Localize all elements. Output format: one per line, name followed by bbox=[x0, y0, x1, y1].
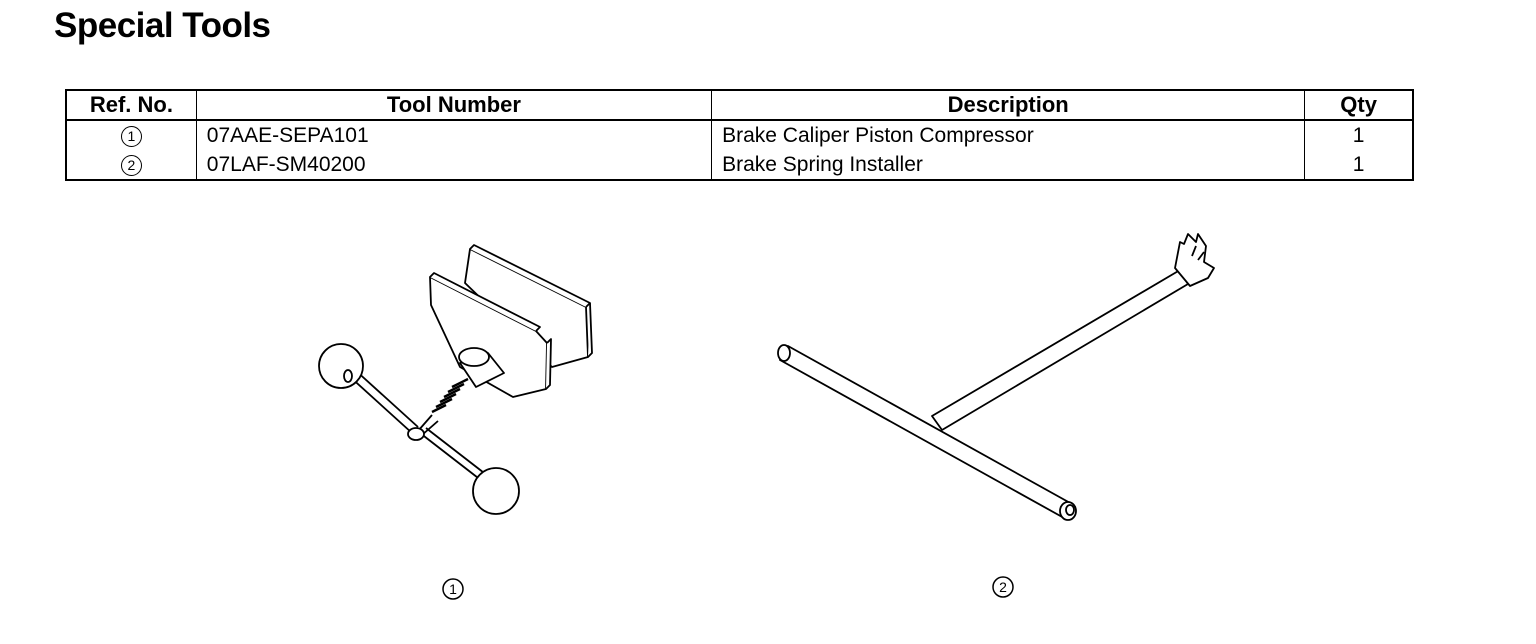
header-qty: Qty bbox=[1304, 89, 1414, 121]
svg-text:2: 2 bbox=[999, 579, 1007, 595]
tool-number-cell: 07AAE-SEPA101 bbox=[195, 120, 713, 150]
description-cell: Brake Caliper Piston Compressor bbox=[711, 120, 1306, 150]
header-tool-number: Tool Number bbox=[195, 89, 713, 121]
table-row: 1 07AAE-SEPA101 Brake Caliper Piston Com… bbox=[65, 120, 1414, 150]
ref-cell: 1 bbox=[65, 120, 197, 150]
svg-text:1: 1 bbox=[449, 581, 457, 597]
header-ref-no: Ref. No. bbox=[65, 89, 197, 121]
qty-cell: 1 bbox=[1304, 120, 1414, 150]
ref-number-circled: 1 bbox=[120, 125, 142, 147]
description-cell: Brake Spring Installer bbox=[711, 150, 1306, 180]
figure-label-1: 1 bbox=[442, 578, 464, 600]
table-row: 2 07LAF-SM40200 Brake Spring Installer 1 bbox=[65, 150, 1414, 180]
brake-caliper-piston-compressor-drawing bbox=[318, 244, 593, 515]
header-description: Description bbox=[711, 89, 1306, 121]
figure-label-2: 2 bbox=[992, 576, 1014, 598]
qty-cell: 1 bbox=[1304, 150, 1414, 180]
table-header-row: Ref. No. Tool Number Description Qty bbox=[65, 89, 1414, 121]
ref-cell: 2 bbox=[65, 150, 197, 180]
tool-number-cell: 07LAF-SM40200 bbox=[195, 150, 713, 180]
brake-spring-installer-drawing bbox=[777, 233, 1215, 521]
page-title: Special Tools bbox=[54, 6, 271, 45]
special-tools-table: Ref. No. Tool Number Description Qty 1 0… bbox=[65, 89, 1414, 181]
ref-number-circled: 2 bbox=[120, 154, 142, 176]
